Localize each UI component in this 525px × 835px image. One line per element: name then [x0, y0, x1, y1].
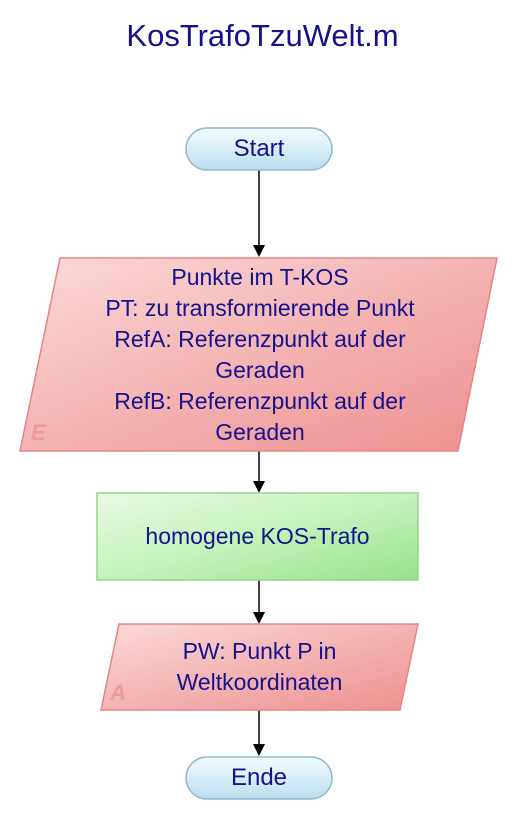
start-terminal-shape — [185, 127, 333, 171]
input-line-4: Geraden — [215, 356, 305, 383]
input-line-2: PT: zu transformierende Punkt — [105, 294, 415, 321]
input-line-3: RefA: Referenzpunkt auf der — [114, 325, 406, 352]
end-terminal-shape — [185, 756, 333, 800]
diagram-title: KosTrafoTzuWelt.m — [126, 18, 399, 53]
output-parallelogram-shape — [100, 623, 419, 711]
input-node: Punkte im T-KOS PT: zu transformierende … — [60, 258, 460, 451]
end-node: Ende — [186, 757, 332, 799]
start-label: Start — [233, 135, 285, 162]
process-box-shape — [96, 492, 419, 581]
output-tag-a: A — [110, 680, 126, 705]
input-line-1: Punkte im T-KOS — [171, 263, 349, 290]
process-node: homogene KOS-Trafo — [97, 493, 418, 580]
output-line-2: Weltkoordinaten — [176, 669, 343, 695]
end-label: Ende — [230, 764, 288, 791]
process-label: homogene KOS-Trafo — [145, 523, 370, 549]
input-line-5: RefB: Referenzpunkt auf der — [114, 387, 406, 414]
output-node: PW: Punkt P in Weltkoordinaten — [119, 624, 400, 710]
input-tag-e: E — [31, 420, 46, 445]
input-line-6: Geraden — [215, 418, 305, 445]
start-node: Start — [186, 128, 332, 170]
input-parallelogram-shape — [19, 257, 498, 452]
output-line-1: PW: Punkt P in — [182, 638, 337, 664]
